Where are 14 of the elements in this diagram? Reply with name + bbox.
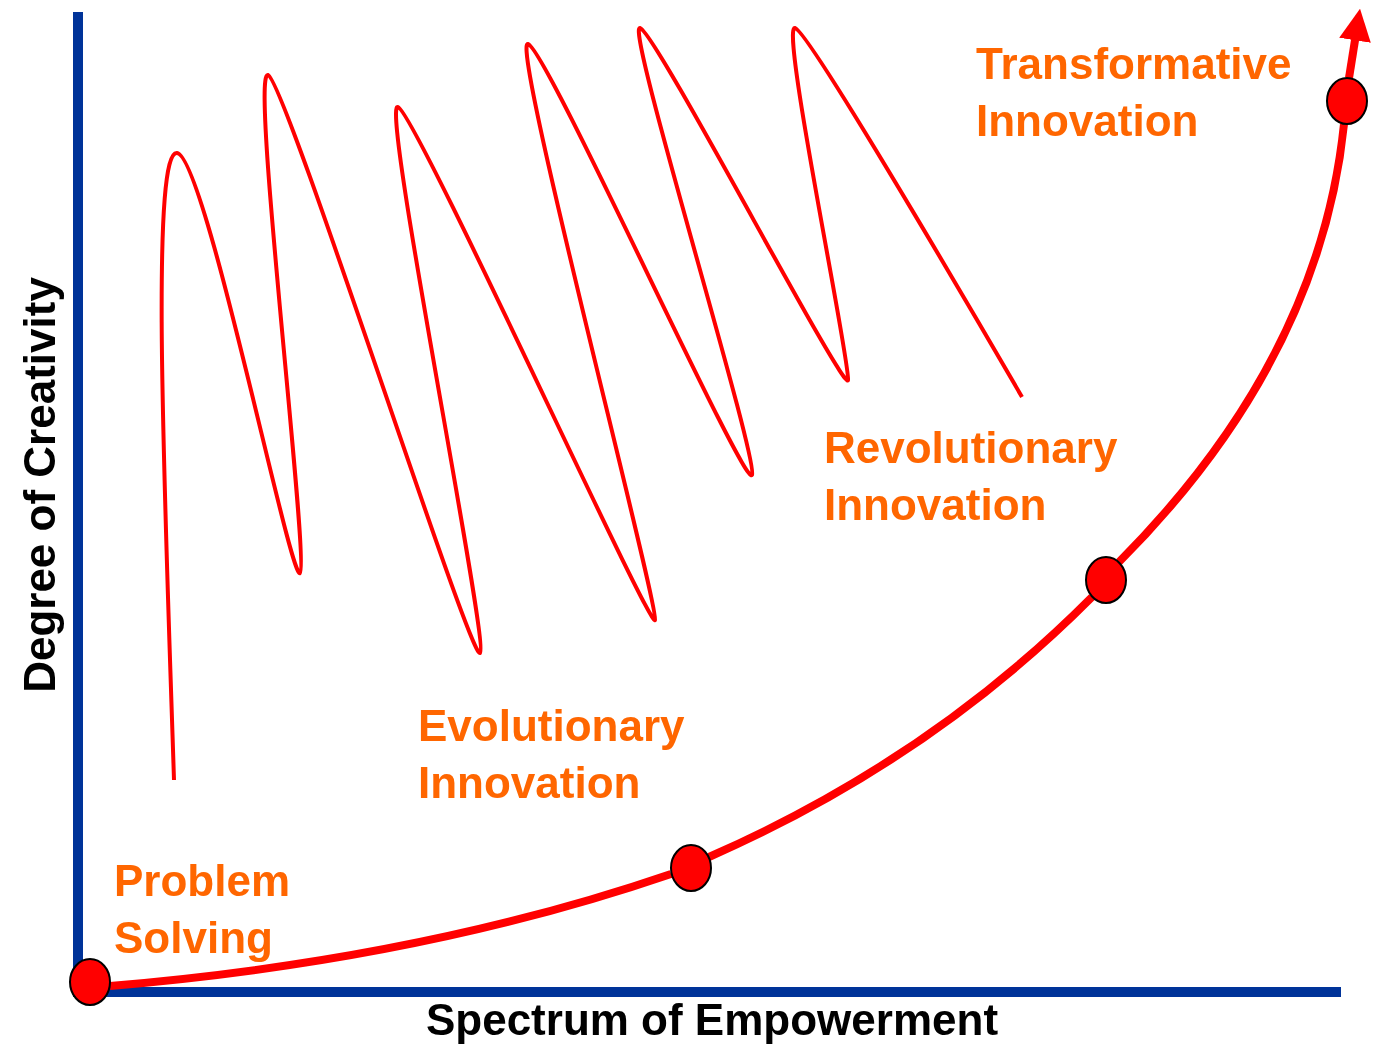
milestone-dot: [68, 957, 112, 1007]
curve-line: [707, 594, 1095, 861]
milestone-dot: [1084, 555, 1128, 605]
stage-label: Evolutionary Innovation: [418, 700, 686, 809]
stage-label: Problem Solving: [114, 855, 292, 964]
x-axis-title: Spectrum of Empowerment: [425, 995, 999, 1045]
milestone-dot: [1325, 76, 1369, 126]
curve-arrow: [1339, 8, 1371, 79]
stage-label: Revolutionary Innovation: [824, 422, 1119, 531]
stage-label: Transformative Innovation: [976, 38, 1293, 147]
milestone-dot: [669, 843, 713, 893]
curve-line: [1116, 123, 1348, 565]
curve-line: [109, 870, 673, 990]
y-axis-title: Degree of Creativity: [15, 277, 65, 693]
